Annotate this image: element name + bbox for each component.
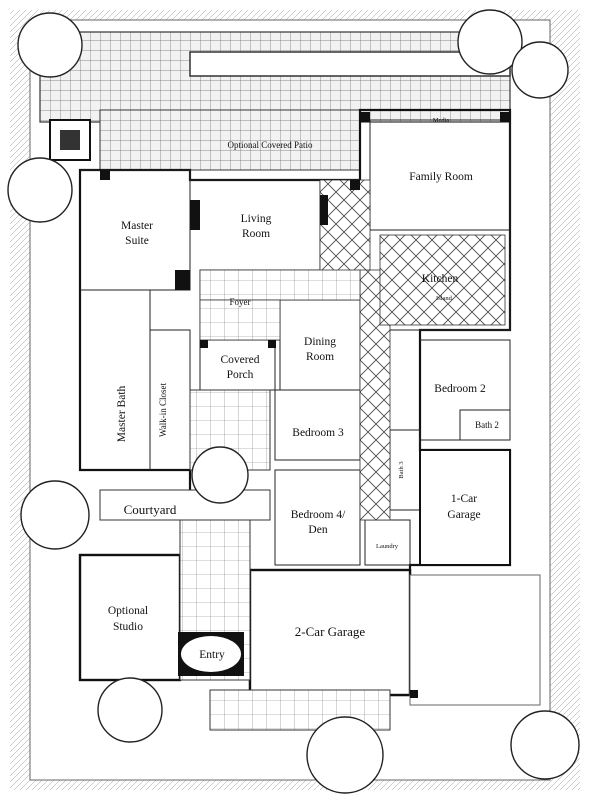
label-courtyard: Courtyard [124,502,177,517]
label-1-car-garage-1: 1-Car [451,493,477,505]
label-bedroom-3: Bedroom 3 [292,427,344,439]
label-covered-porch-1: Covered [221,354,260,366]
label-covered-porch-2: Porch [227,369,254,381]
label-island: Island [436,295,453,302]
label-optional-studio-2: Studio [113,621,143,633]
label-bedroom-4-2: Den [308,524,327,536]
label-entry: Entry [199,649,225,661]
house-walls [78,108,541,706]
label-living-room-1: Living [241,213,272,225]
hatched-floors [199,179,506,521]
label-laundry: Laundry [376,543,399,550]
label-bath-2: Bath 2 [475,420,499,430]
label-walk-in-closet: Walk-in Closet [158,382,168,437]
wall-piers [100,112,510,698]
label-media: Media [433,117,450,124]
label-master-suite-1: Master [121,220,153,232]
label-dining-room-2: Room [306,351,334,363]
patio-area [39,31,511,171]
entry-vestibule [178,632,244,676]
label-family-room: Family Room [409,171,473,183]
label-master-suite-2: Suite [125,235,149,247]
label-living-room-2: Room [242,228,270,240]
label-patio: Optional Covered Patio [228,140,313,150]
label-foyer: Foyer [230,297,251,307]
trees [7,9,580,794]
label-bedroom-4-1: Bedroom 4/ [291,509,346,521]
label-optional-studio-1: Optional [108,605,148,617]
label-bath-3: Bath 3 [398,461,405,478]
label-kitchen: Kitchen [422,273,459,285]
label-master-bath: Master Bath [116,385,128,442]
label-1-car-garage-2: Garage [447,509,480,521]
label-dining-room-1: Dining [304,336,336,348]
room-labels: Optional Covered Patio Family Room Media… [108,117,499,661]
label-2-car-garage: 2-Car Garage [295,624,366,639]
label-bedroom-2: Bedroom 2 [434,383,486,395]
